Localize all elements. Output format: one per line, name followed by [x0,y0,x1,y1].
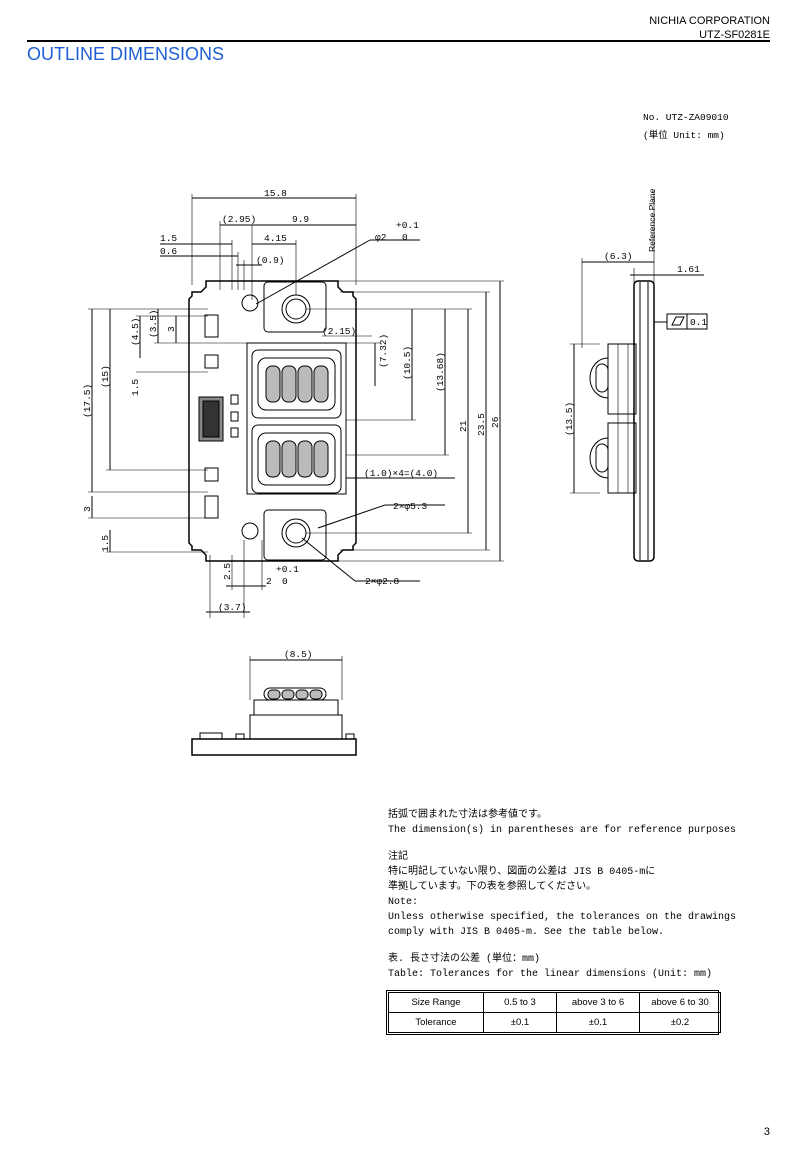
dim-1-5-mid: 1.5 [130,379,141,396]
hole-tol-zero: 0 [402,232,408,243]
dim-26: 26 [490,416,501,428]
page-number: 3 [763,1126,770,1138]
company-name: NICHIA CORPORATION [649,15,770,27]
dim-2-15: (2.15) [322,326,356,337]
table-caption-jp: 表. 長さ寸法の公差 (単位：mm) [388,954,541,965]
ref-note-en: The dimension(s) in parentheses are for … [388,825,737,836]
flatness-value: 0.1 [690,317,707,328]
table-cell: Size Range [388,992,484,1013]
dim-13-5: (13.5) [564,402,575,436]
reference-plane-label: Reference Plane [647,188,657,252]
note-jp-title: 注記 [388,852,408,863]
header-company: NICHIA CORPORATION UTZ-SF0281E [649,14,770,42]
dim-2-0-tol-zero: 0 [282,576,288,587]
hole-tol-plus: +0.1 [396,220,419,231]
table-cell: ±0.1 [483,1012,557,1033]
dim-1-5-top: 1.5 [160,233,177,244]
dim-2-95: (2.95) [222,214,256,225]
table-cell: ±0.2 [639,1012,721,1033]
dim-9-9: 9.9 [292,214,309,225]
hole-diameter: φ2 [375,232,387,243]
outline-drawing: No. UTZ-ZA09010 (単位 Unit: mm) Reference … [82,112,729,756]
dim-15-8: 15.8 [264,188,287,199]
dim-2-0: 2 [266,576,272,587]
note-jp-line-1: 特に明記していない限り、図面の公差は JIS B 0405-mに [388,867,656,878]
dim-7-32: (7.32) [378,334,389,368]
dim-4-5: (4.5) [130,317,141,346]
dim-6-3: (6.3) [604,251,633,262]
table-cell: above 6 to 30 [639,992,721,1013]
dim-4-15: 4.15 [264,233,287,244]
notes-block: 括弧で囲まれた寸法は参考値です。 The dimension(s) in par… [388,808,736,982]
ref-note-jp: 括弧で囲まれた寸法は参考値です。 [388,810,547,821]
note-en-title: Note: [388,897,419,908]
page-title: OUTLINE DIMENSIONS [27,44,225,64]
dim-0-6: 0.6 [160,246,177,257]
dim-2-0-tol-plus: +0.1 [276,564,299,575]
document-code: UTZ-SF0281E [699,29,770,41]
dim-13-68: (13.68) [435,352,446,392]
dim-21: 21 [458,420,469,432]
dim-3-7: (3.7) [218,602,247,613]
dim-10-5: (10.5) [402,346,413,380]
drawing-unit: (単位 Unit: mm) [643,129,725,141]
dim-1-61: 1.61 [677,264,700,275]
drawing-number: No. UTZ-ZA09010 [643,112,729,123]
dim-3-left: 3 [166,326,177,332]
dim-17-5: (17.5) [82,384,93,418]
note-jp-line-2: 準拠しています。下の表を参照してください。 [388,882,597,893]
dim-8-5: (8.5) [284,649,313,660]
table-row: Tolerance ±0.1 ±0.1 ±0.2 [388,1012,721,1033]
dim-3-5: (3.5) [148,309,159,338]
header-rule [27,40,770,42]
dim-dia-2-8: 2×φ2.8 [365,576,400,587]
pitch-dimension: (1.0)×4=(4.0) [364,468,438,479]
table-cell: above 3 to 6 [556,992,640,1013]
table-cell: 0.5 to 3 [483,992,557,1013]
dim-23-5: 23.5 [476,413,487,436]
dim-dia-5-3: 2×φ5.3 [393,501,428,512]
tolerance-table: Size Range 0.5 to 3 above 3 to 6 above 6… [388,992,721,1033]
dim-15: (15) [100,365,111,388]
dim-2-5: 2.5 [222,563,233,580]
dim-0-9: (0.9) [256,255,285,266]
table-cell: ±0.1 [556,1012,640,1033]
table-caption-en: Table: Tolerances for the linear dimensi… [388,969,713,980]
table-cell: Tolerance [388,1012,484,1033]
note-en-line-2: comply with JIS B 0405-m. See the table … [388,927,665,938]
table-row: Size Range 0.5 to 3 above 3 to 6 above 6… [388,992,721,1013]
note-en-line-1: Unless otherwise specified, the toleranc… [388,912,737,923]
dim-1-5-bottom: 1.5 [100,535,111,552]
dim-3-bottom: 3 [82,506,93,512]
